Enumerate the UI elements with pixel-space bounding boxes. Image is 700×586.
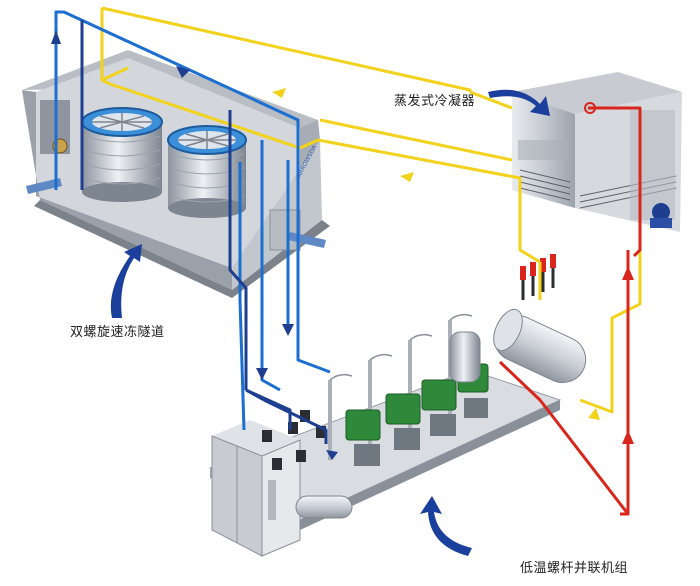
circulation-pump-icon xyxy=(652,203,670,221)
red-discharge-line xyxy=(498,106,642,516)
compressor-2 xyxy=(385,393,421,425)
pointer-arrows xyxy=(110,89,550,556)
tunnel-pointer-arrow xyxy=(110,244,142,318)
tunnel-label: 双螺旋速冻隧道 xyxy=(70,325,165,340)
yellow-flow-arrows xyxy=(272,88,600,420)
vertical-receiver xyxy=(449,331,481,383)
compressor-3 xyxy=(421,379,457,411)
tunnel-control-panel xyxy=(269,209,301,251)
condenser-pointer-arrow xyxy=(488,89,550,116)
control-cabinet xyxy=(211,420,301,557)
screw-compressor-unit xyxy=(208,254,587,557)
condenser-label: 蒸发式冷凝器 xyxy=(394,94,476,109)
evaporative-condenser xyxy=(512,72,682,232)
liquid-receiver-tank xyxy=(493,308,587,384)
yellow-liquid-line xyxy=(100,6,642,414)
conveyor-infeed xyxy=(26,178,62,194)
spiral-drum-2 xyxy=(167,125,247,218)
compressor-pointer-arrow xyxy=(420,496,472,556)
spiral-drum-1 xyxy=(81,107,163,202)
blue-flow-arrows xyxy=(51,30,338,460)
spiral-freezing-tunnel: ARROWSDA xyxy=(22,50,330,298)
oil-separator-tank xyxy=(295,495,353,519)
red-flow-arrows xyxy=(622,266,634,444)
navy-return-line xyxy=(80,20,328,444)
compressor-label: 低温螺杆并联机组 xyxy=(520,561,629,576)
compressor-1 xyxy=(345,409,381,441)
